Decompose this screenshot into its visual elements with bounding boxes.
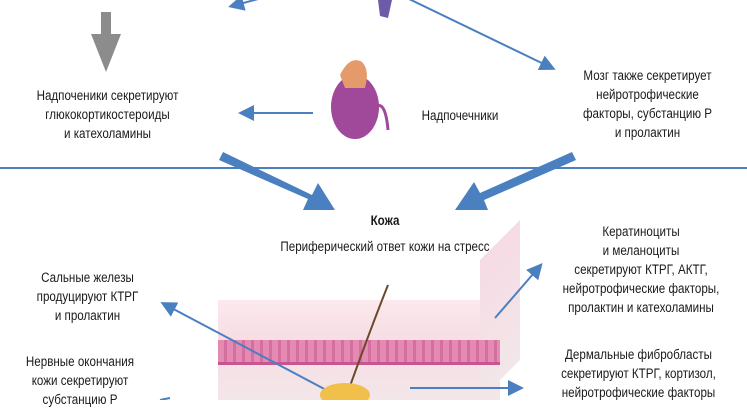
arrow-keratinocytes <box>494 262 543 319</box>
line: Надпоченики секретируют <box>36 88 179 103</box>
arrow-to-top-left <box>228 0 259 11</box>
line: и пролактин <box>54 308 121 323</box>
line: нейротрофические факторы <box>561 385 716 400</box>
adrenal-gland-illustration <box>331 60 390 139</box>
skin-title: Кожа <box>370 213 400 228</box>
line: и катехоламины <box>64 126 151 141</box>
line: и меланоциты <box>602 243 680 258</box>
line: Сальные железы <box>41 270 134 285</box>
thick-arrow-left <box>219 152 335 210</box>
hair-shaft <box>344 284 389 400</box>
line: нейротрофические факторы, <box>562 281 720 296</box>
line: Кератиноциты <box>602 224 680 239</box>
line: продуцируют КТРГ <box>36 289 139 304</box>
line: кожи секретируют <box>31 373 129 388</box>
line: секретируют КТРГ, АКТГ, <box>574 262 708 277</box>
nerve-endings-text: Нервные окончания кожи секретируют субст… <box>11 352 149 409</box>
arrow-sebaceous <box>160 302 331 393</box>
fibroblasts-text: Дермальные фибробласты секретируют КТРГ,… <box>545 345 732 402</box>
line: и пролактин <box>614 125 681 140</box>
line: факторы, субстанцию Р <box>582 106 713 121</box>
keratinocytes-text: Кератиноциты и меланоциты секретируют КТ… <box>550 222 732 317</box>
sebaceous-text: Сальные железы продуцируют КТРГ и пролак… <box>17 268 159 325</box>
skin-subtitle: Периферический ответ кожи на стресс <box>280 239 490 254</box>
adrenal-secretion-text: Надпоченики секретируют глюкокортикостер… <box>15 86 200 143</box>
line: Нервные окончания <box>25 354 135 369</box>
line: секретируют КТРГ, кортизол, <box>561 366 716 381</box>
line: пролактин и катехоламины <box>568 300 714 315</box>
line: Мозг также секретирует <box>583 68 712 83</box>
hair-follicle <box>320 383 370 400</box>
thick-arrow-right <box>455 152 576 210</box>
arrow-to-brain-text <box>408 0 556 70</box>
line: глюкокортикостероиды <box>45 107 170 122</box>
diagram-arrows <box>91 0 576 400</box>
gray-down-arrow <box>91 12 121 72</box>
section-divider <box>0 167 747 169</box>
line: нейротрофические <box>596 87 699 102</box>
brain-stem-shape <box>378 0 392 18</box>
brain-secretion-text: Мозг также секретирует нейротрофические … <box>564 66 732 142</box>
adrenal-label: Надпочечники <box>421 108 499 123</box>
line: Дермальные фибробласты <box>565 347 712 362</box>
